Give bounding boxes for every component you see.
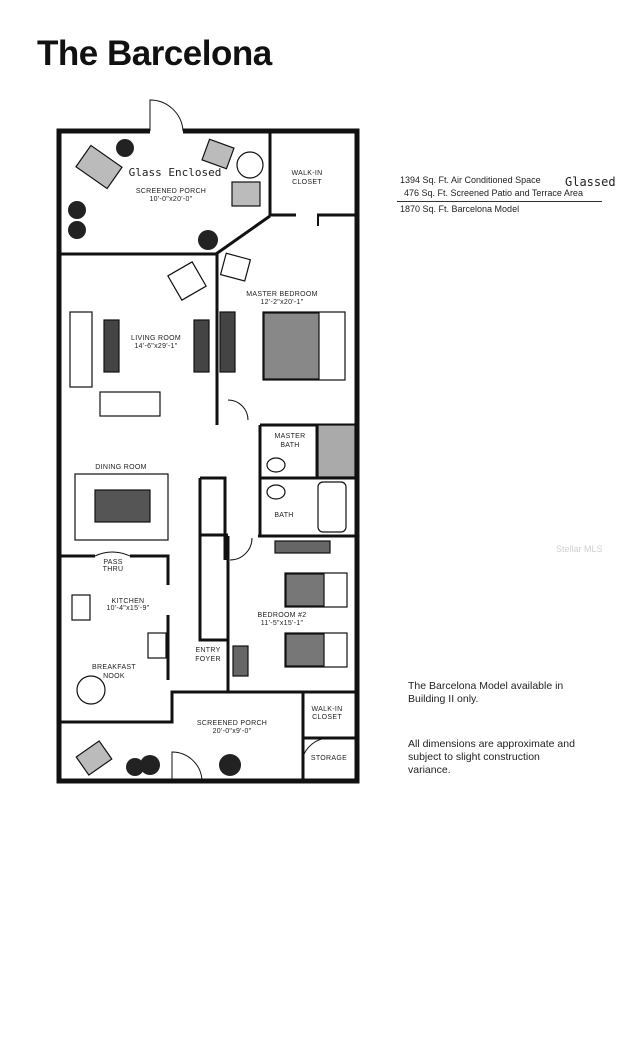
- plant-icon: [68, 221, 86, 239]
- table-icon: [193, 319, 210, 373]
- room-label: KITCHEN: [112, 598, 145, 605]
- closet-storage-walls: [301, 692, 355, 780]
- walls: [56, 99, 360, 784]
- plant-icon: [68, 201, 86, 219]
- note-line: Building II only.: [408, 693, 479, 705]
- stove-icon: [147, 632, 167, 659]
- room-label: DINING ROOM: [95, 464, 147, 471]
- room-label: BATH: [280, 442, 299, 449]
- room-label: ENTRY: [195, 647, 220, 654]
- hall-closets: [198, 476, 230, 642]
- disclaimer-note: All dimensions are approximate and subje…: [408, 738, 575, 777]
- room-size: 14'-6"x29'-1": [134, 343, 177, 350]
- room-label: CLOSET: [312, 714, 342, 721]
- breakfast-table-icon: [76, 675, 106, 705]
- lounge-chair-icon: [75, 740, 113, 776]
- armchair-icon: [167, 261, 207, 301]
- sink-icon: [71, 594, 91, 621]
- stat-air-conditioned: 1394 Sq. Ft. Air Conditioned Space: [400, 175, 541, 185]
- tub-icon: [317, 481, 347, 533]
- door-swing: [171, 751, 203, 782]
- loveseat-icon: [99, 391, 161, 417]
- room-label: SCREENED PORCH: [197, 720, 267, 727]
- door-swing: [149, 99, 184, 132]
- note-line: All dimensions are approximate and: [408, 738, 575, 750]
- room-size: 12'-2"x20'-1": [260, 299, 303, 306]
- plant-icon: [116, 139, 134, 157]
- dresser-icon: [219, 311, 236, 373]
- room-label: PASS: [103, 559, 122, 566]
- stat-screened: 476 Sq. Ft. Screened Patio and Terrace A…: [404, 188, 583, 198]
- page-title: The Barcelona: [37, 34, 272, 73]
- handwritten-note: Glassed: [565, 175, 616, 189]
- note-line: subject to slight construction: [408, 751, 540, 763]
- coffee-table-icon: [103, 319, 120, 373]
- stat-total: 1870 Sq. Ft. Barcelona Model: [400, 204, 520, 214]
- square-footage-summary: 1394 Sq. Ft. Air Conditioned Space 476 S…: [397, 174, 602, 216]
- door-swing: [227, 399, 249, 421]
- room-label: BEDROOM #2: [258, 612, 307, 619]
- armchair-icon: [219, 252, 252, 282]
- plant-icon: [126, 758, 144, 776]
- chair-icon: [231, 181, 261, 207]
- room-size: 11'-5"x15'-1": [261, 620, 304, 627]
- sofa-icon: [69, 311, 93, 388]
- dresser-icon: [274, 540, 331, 554]
- room-label: THRU: [103, 566, 124, 573]
- kitchen-wall: [60, 554, 170, 585]
- table-icon: [236, 151, 264, 179]
- bed-icon: [262, 311, 346, 381]
- room-label: CLOSET: [292, 179, 322, 186]
- watermark: Stellar MLS: [556, 544, 603, 554]
- bed-cover: [285, 633, 325, 667]
- lounge-chair-icon: [75, 144, 123, 190]
- plant-icon: [140, 755, 160, 775]
- room-label: STORAGE: [311, 755, 347, 762]
- bed-cover: [285, 573, 325, 607]
- chair-icon: [201, 138, 235, 170]
- room-label: BATH: [274, 512, 293, 519]
- outer-wall: [56, 128, 360, 784]
- bed-cover: [263, 312, 320, 380]
- shower-icon: [317, 424, 356, 478]
- room-note: Glass Enclosed: [129, 166, 222, 179]
- porch-bottom-wall: [60, 690, 355, 724]
- room-size: 10'-0"x20'-0": [149, 196, 192, 203]
- room-label: MASTER: [275, 433, 306, 440]
- room-size: 20'-0"x9'-0": [213, 728, 252, 735]
- closet-wall: [268, 132, 355, 217]
- door-swing: [229, 537, 253, 561]
- plant-icon: [219, 754, 241, 776]
- room-label: WALK-IN: [291, 170, 322, 177]
- table-icon: [232, 645, 249, 677]
- note-line: variance.: [408, 764, 451, 776]
- sink-icon: [266, 457, 286, 473]
- twin-bed-icon: [284, 572, 348, 608]
- dining-table-icon: [94, 489, 151, 523]
- room-label: WALK-IN: [311, 706, 342, 713]
- room-label: MASTER BEDROOM: [246, 291, 317, 298]
- plant-icon: [198, 230, 218, 250]
- room-label: SCREENED PORCH: [136, 188, 206, 195]
- porch-wall: [60, 214, 271, 256]
- note-line: The Barcelona Model available in: [408, 680, 564, 692]
- plants: [68, 139, 241, 776]
- room-label: BREAKFAST: [92, 664, 136, 671]
- sink-icon: [266, 484, 286, 500]
- bath-walls: [258, 423, 355, 538]
- twin-bed-icon: [284, 632, 348, 668]
- rug-icon: [74, 473, 169, 541]
- divider: [397, 201, 602, 202]
- pass-thru: [94, 551, 131, 557]
- room-label: FOYER: [195, 656, 221, 663]
- room-size: 10'-4"x15'-9": [106, 605, 149, 612]
- furniture: [69, 138, 356, 776]
- room-label: NOOK: [103, 673, 125, 680]
- door-swing: [301, 737, 331, 761]
- availability-note: The Barcelona Model available in Buildin…: [408, 680, 563, 706]
- room-label: LIVING ROOM: [131, 335, 181, 342]
